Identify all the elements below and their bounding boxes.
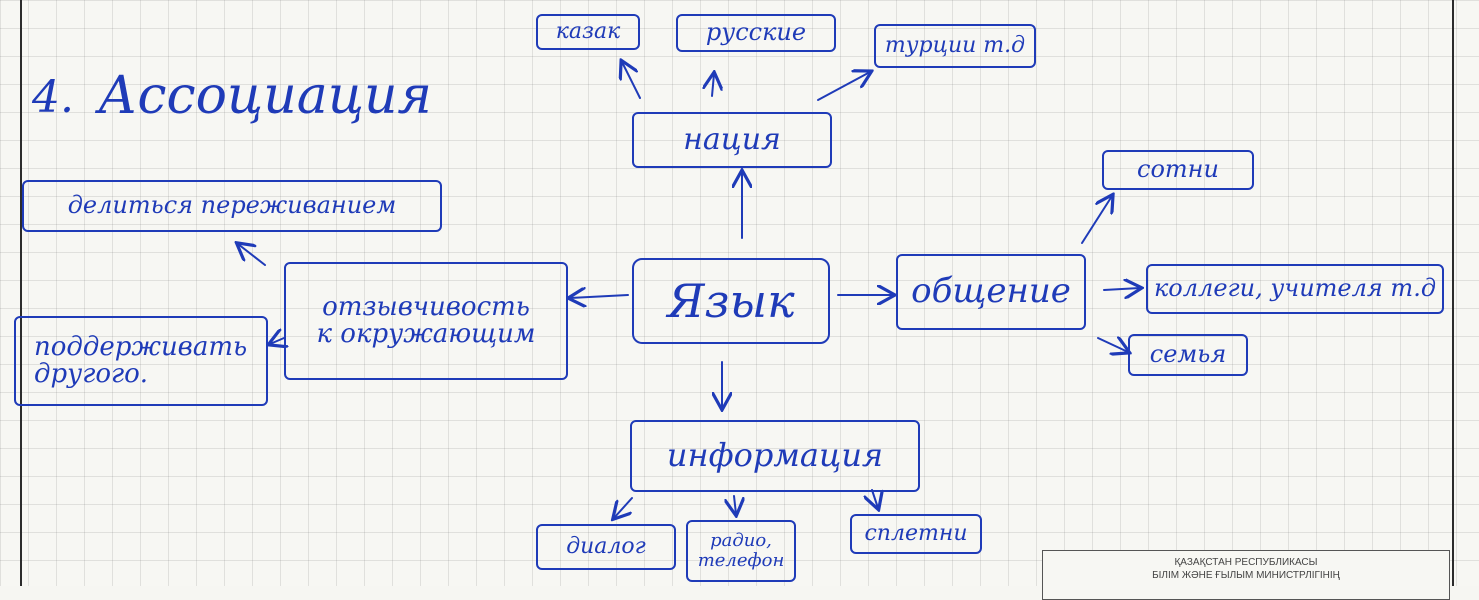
graph-paper-sheet [0, 0, 1479, 586]
node-support-other: поддерживать другого. [14, 316, 268, 406]
node-family: семья [1128, 334, 1248, 376]
heading-number: 4. [32, 72, 74, 123]
node-responsiveness-line2: к окружающим [316, 319, 536, 349]
node-responsiveness-line1: отзывчивость [322, 291, 530, 322]
arrow-responsiveness-to-support [270, 338, 284, 344]
arrow-language-to-responsiveness [570, 295, 629, 298]
node-colleagues: коллеги, учителя т.д [1146, 264, 1444, 314]
node-support-line1: поддерживать [34, 331, 248, 362]
ministry-stamp: ҚАЗАҚСТАН РЕСПУБЛИКАСЫ БІЛІМ ЖӘНЕ ҒЫЛЫМ … [1042, 550, 1450, 600]
node-share-feelings: делиться переживанием [22, 180, 442, 232]
arrow-information-to-radio [734, 495, 736, 514]
arrow-information-to-gossip [872, 489, 878, 508]
node-information: информация [630, 420, 920, 492]
node-dialog: диалог [536, 524, 676, 570]
node-radio-phone: радио, телефон [686, 520, 796, 582]
node-russians: русские [676, 14, 836, 52]
heading-title: Ассоциация [98, 66, 432, 126]
arrow-nation-to-turks [817, 72, 870, 101]
arrow-nation-to-russians [712, 74, 714, 97]
arrow-communication-to-colleagues [1103, 288, 1140, 290]
diagram-arrows [0, 0, 1479, 586]
node-support-line2: другого. [34, 359, 149, 389]
node-language: Язык [632, 258, 830, 344]
node-comrades: сотни [1102, 150, 1254, 190]
arrow-information-to-dialog [614, 497, 633, 518]
node-responsiveness: отзывчивость к окружающим [284, 262, 568, 380]
node-gossip: сплетни [850, 514, 982, 554]
arrow-responsiveness-to-share [238, 244, 266, 266]
left-margin-line [20, 0, 22, 586]
node-turks: турции т.д [874, 24, 1036, 68]
arrow-communication-to-family [1097, 338, 1128, 352]
right-margin-line [1452, 0, 1454, 586]
arrow-communication-to-comrades [1081, 196, 1112, 244]
node-kazak: казак [536, 14, 640, 50]
node-nation: нация [632, 112, 832, 168]
stamp-line2: БІЛІМ ЖӘНЕ ҒЫЛЫМ МИНИСТРЛІГІНІҢ [1152, 569, 1340, 581]
arrow-nation-to-kazak [622, 62, 641, 99]
stamp-line1: ҚАЗАҚСТАН РЕСПУБЛИКАСЫ [1174, 557, 1318, 568]
node-communication: общение [896, 254, 1086, 330]
